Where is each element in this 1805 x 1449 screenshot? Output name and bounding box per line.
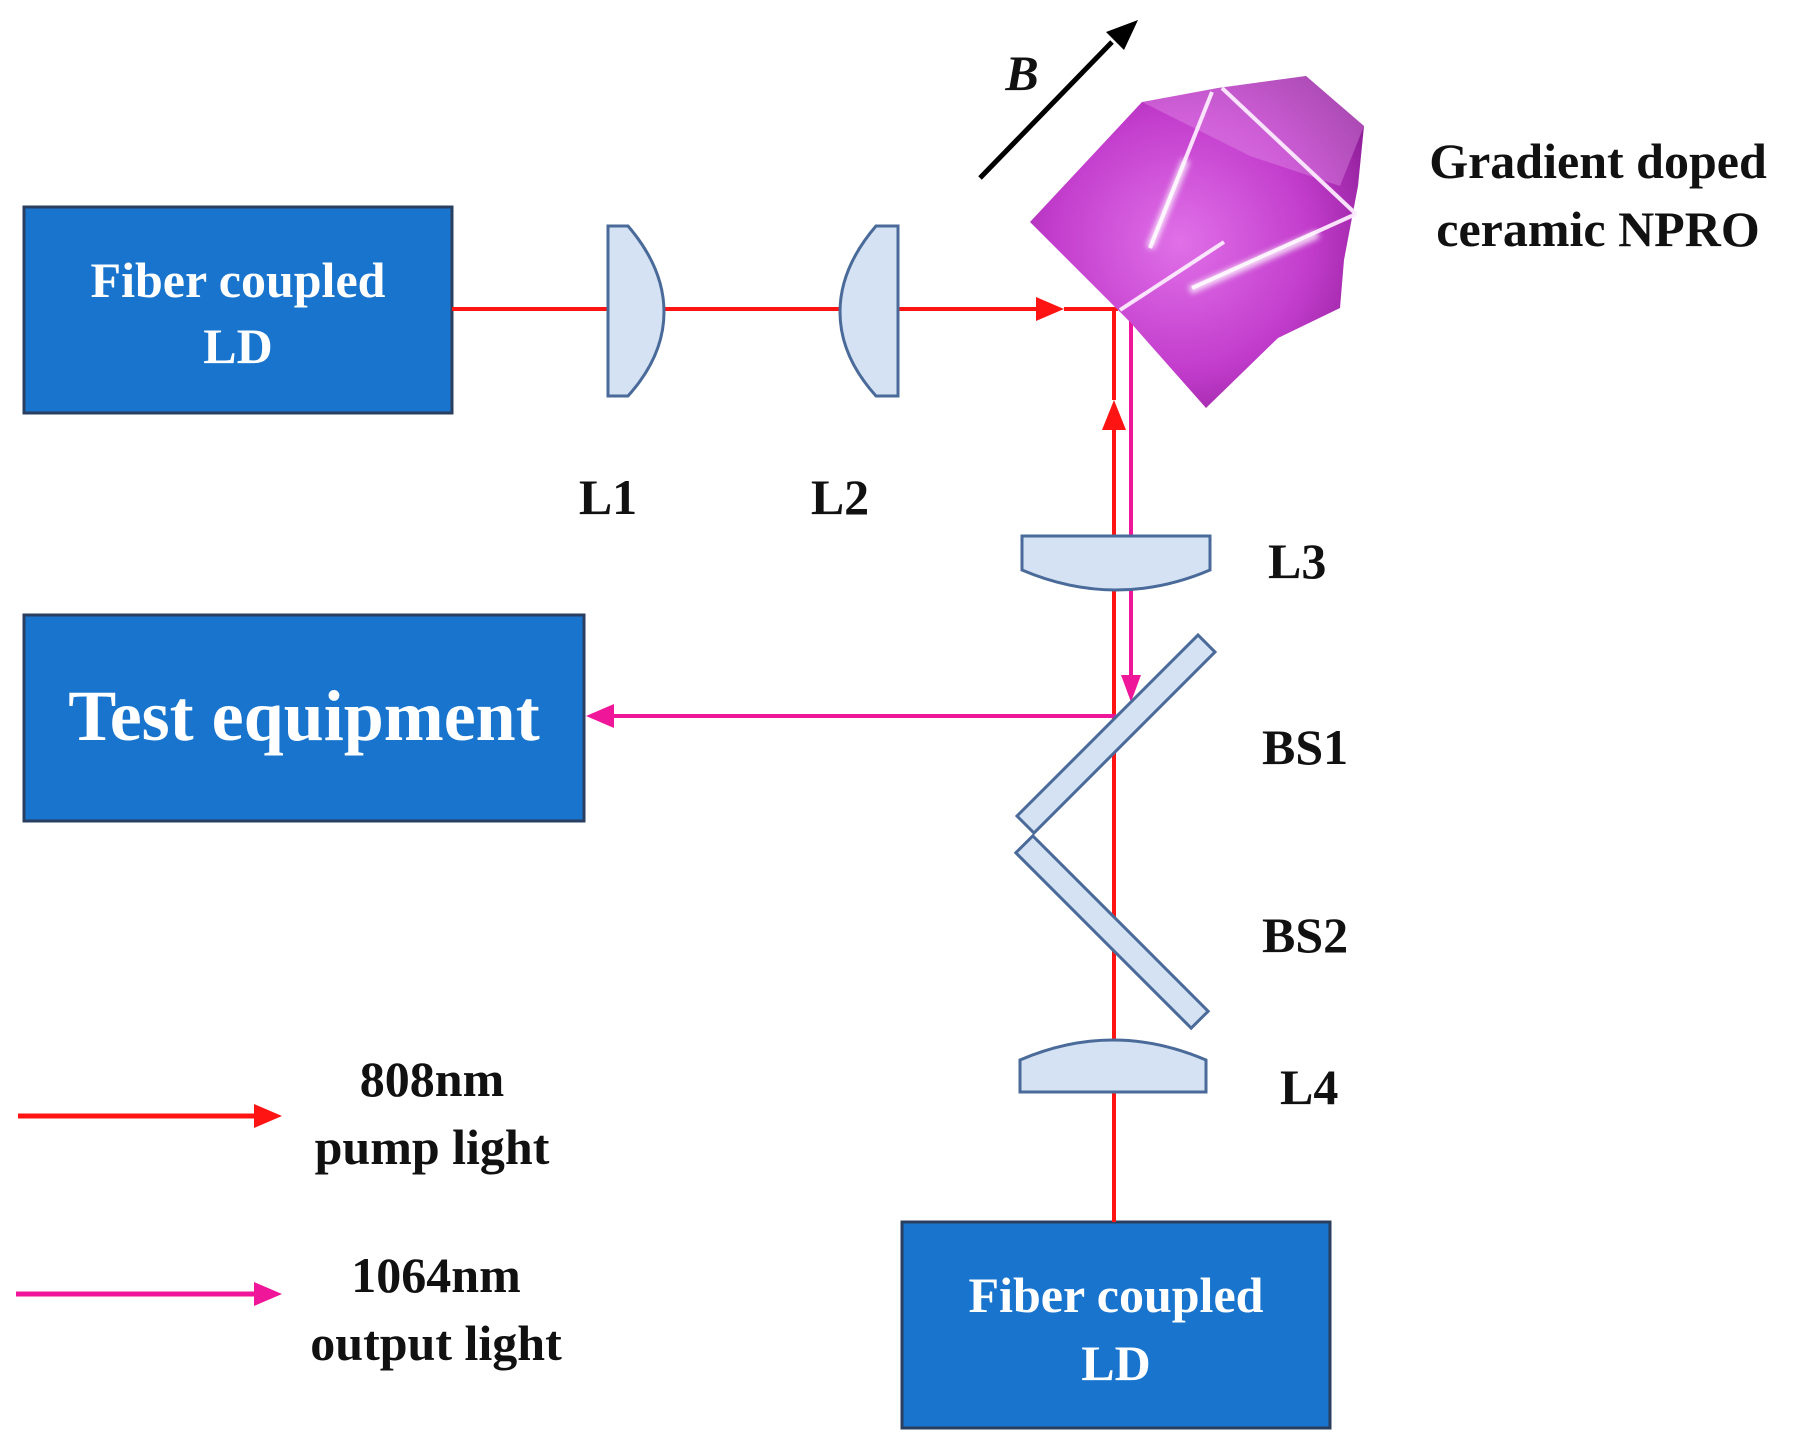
- fiber-ld-left-line2: LD: [203, 318, 272, 374]
- npro-crystal: [1030, 76, 1364, 408]
- crystal-label-line1: Gradient doped: [1429, 133, 1767, 189]
- fiber-coupled-ld-bottom: Fiber coupled LD: [900, 1220, 1332, 1430]
- crystal-label-line2: ceramic NPRO: [1436, 201, 1759, 257]
- magnetic-field-arrowhead: [1106, 20, 1138, 50]
- output-arrowhead-down: [1121, 675, 1141, 702]
- bs1-label: BS1: [1262, 719, 1348, 775]
- lens-l1: [606, 224, 666, 398]
- legend-pump-line1: 808nm: [360, 1051, 504, 1107]
- legend-output: 1064nm output light: [16, 1247, 562, 1371]
- pump-beam-horizontal: [452, 297, 1118, 321]
- test-equipment-label: Test equipment: [68, 676, 539, 756]
- beam-splitter-bs1: [1014, 632, 1218, 836]
- legend-output-line1: 1064nm: [351, 1247, 520, 1303]
- bs2-label: BS2: [1262, 907, 1348, 963]
- beam-splitter-bs2: [1013, 833, 1211, 1031]
- npro-crystal-body: [1030, 76, 1364, 408]
- lens-l1-label: L1: [579, 469, 637, 525]
- test-equipment: Test equipment: [22, 613, 586, 823]
- magnetic-field-arrow: [978, 20, 1138, 180]
- fiber-ld-bottom-line2: LD: [1081, 1335, 1150, 1391]
- output-arrowhead-left: [586, 704, 614, 728]
- pump-arrowhead-horizontal: [1036, 297, 1064, 321]
- legend-pump-arrowhead: [254, 1104, 282, 1128]
- lens-l2: [838, 224, 900, 398]
- fiber-ld-bottom-box: [900, 1220, 1332, 1430]
- lens-l3: [1020, 534, 1212, 592]
- magnetic-field-label: B: [1004, 45, 1038, 101]
- lens-l4: [1018, 1038, 1208, 1094]
- legend-output-line2: output light: [310, 1315, 562, 1371]
- pump-arrowhead-vertical: [1102, 400, 1126, 430]
- fiber-ld-left-line1: Fiber coupled: [91, 252, 386, 308]
- lens-l4-label: L4: [1280, 1059, 1338, 1115]
- test-equipment-box: [22, 613, 586, 823]
- legend-output-arrowhead: [254, 1282, 282, 1306]
- fiber-ld-left-box: [22, 205, 454, 415]
- fiber-coupled-ld-left: Fiber coupled LD: [22, 205, 454, 415]
- legend-pump-line2: pump light: [315, 1119, 550, 1175]
- lens-l3-label: L3: [1268, 533, 1326, 589]
- lens-l2-label: L2: [811, 469, 869, 525]
- output-beam: [586, 315, 1141, 728]
- legend-pump: 808nm pump light: [18, 1051, 550, 1175]
- fiber-ld-bottom-line1: Fiber coupled: [969, 1267, 1264, 1323]
